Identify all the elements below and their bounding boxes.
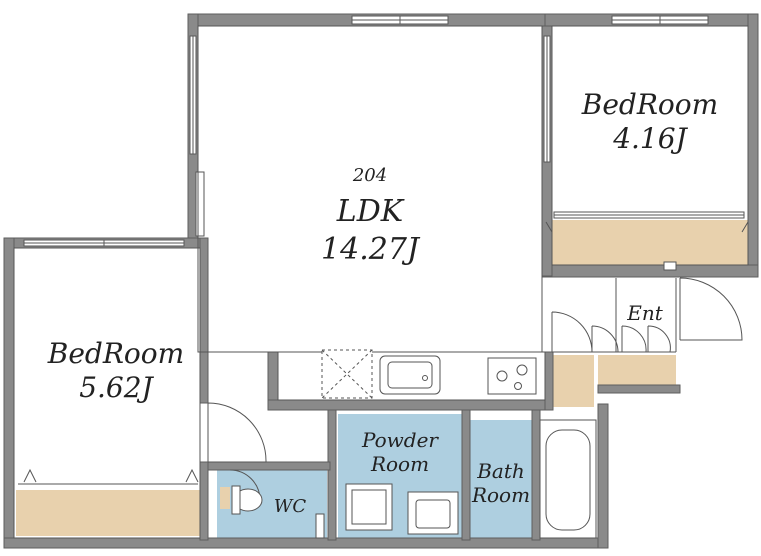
unit-number: 204	[352, 165, 387, 186]
bath-name-line1: Bath	[476, 459, 525, 483]
powder-name-line1: Powder	[361, 428, 439, 452]
kitchen-counter	[277, 349, 546, 401]
closet-door-3	[621, 325, 647, 353]
closet-door-4	[647, 325, 671, 353]
entrance-name: Ent	[626, 301, 663, 325]
windows	[23, 15, 745, 247]
bath-name-line2: Room	[471, 483, 530, 507]
bedroom-top-size: 4.16J	[612, 122, 688, 155]
closet-door-2	[591, 325, 619, 353]
bedroom-left-door	[207, 402, 267, 463]
powder-fixtures	[345, 483, 459, 535]
closet-door-1	[551, 311, 593, 353]
bathtub	[539, 419, 597, 539]
bedroom-top-name: BedRoom	[581, 88, 718, 121]
closet-markers	[18, 221, 749, 485]
entrance-door	[679, 277, 743, 341]
ldk-size: 14.27J	[321, 232, 421, 267]
bedroom-left-size: 5.62J	[79, 371, 154, 404]
closet-top-bedroom	[551, 220, 748, 267]
wc-cabinet	[220, 487, 230, 509]
doors	[207, 277, 743, 501]
ldk-name: LDK	[336, 194, 405, 229]
bath-room-floor	[470, 420, 532, 542]
closet-left-bedroom	[16, 490, 201, 536]
toilet	[231, 485, 325, 539]
wc-name: WC	[274, 496, 307, 517]
refrigerator-space	[321, 349, 373, 399]
shoe-storage	[552, 355, 594, 407]
stove	[487, 357, 537, 395]
powder-name-line2: Room	[370, 452, 429, 476]
entrance-floor	[598, 355, 676, 387]
bedroom-left-name: BedRoom	[47, 337, 184, 370]
